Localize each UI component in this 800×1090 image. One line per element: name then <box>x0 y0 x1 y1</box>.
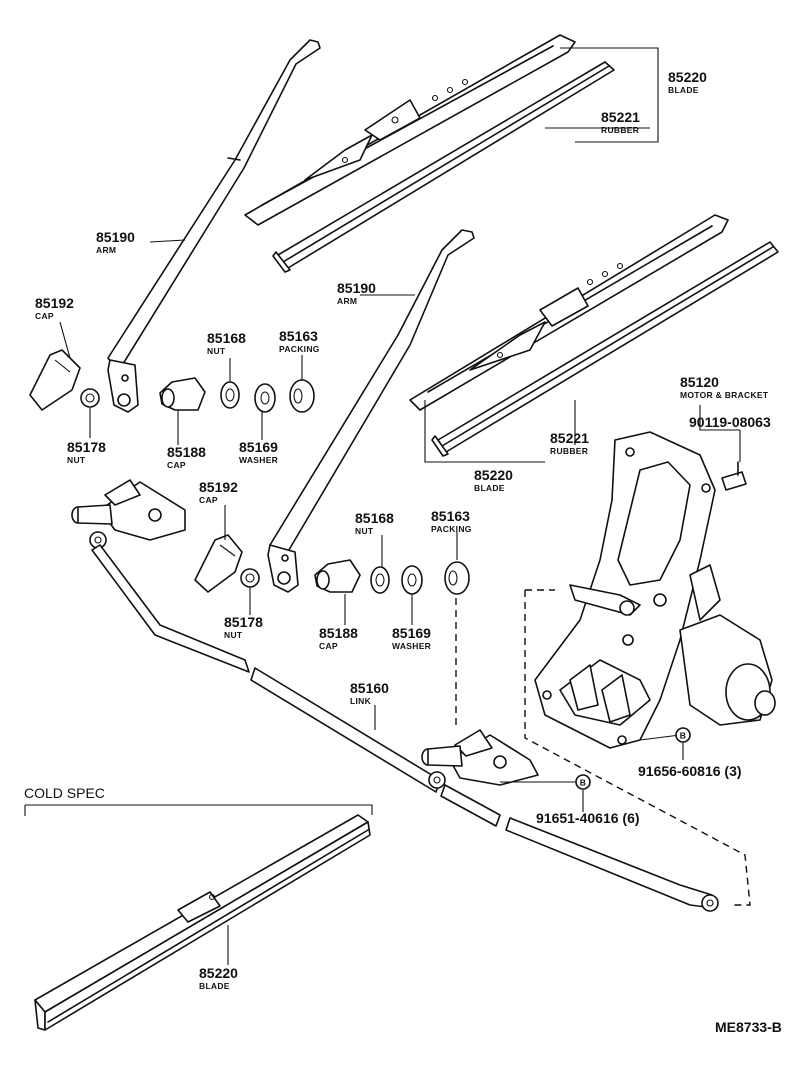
svg-text:85120: 85120 <box>680 374 719 390</box>
bolt-91656-label: 91656-60816 (3) <box>638 763 742 779</box>
svg-text:85178: 85178 <box>67 439 106 455</box>
svg-text:85192: 85192 <box>199 479 238 495</box>
svg-text:85188: 85188 <box>319 625 358 641</box>
motor-bracket-label: 85120 MOTOR & BRACKET <box>680 374 769 400</box>
middle-blade-label: 85220 BLADE <box>474 467 513 493</box>
top-blade-label: 85220 BLADE <box>668 69 707 95</box>
left-cap-label: 85192 CAP <box>35 295 74 321</box>
middle-rubber-label: 85221 RUBBER <box>550 430 589 456</box>
svg-text:85190: 85190 <box>96 229 135 245</box>
right-nut-85178-label: 85178 NUT <box>224 614 263 640</box>
left-pivot <box>71 479 186 549</box>
right-wiper-arm <box>267 229 475 593</box>
right-washer-label: 85169 WASHER <box>392 625 431 651</box>
svg-text:85192: 85192 <box>35 295 74 311</box>
svg-text:85221: 85221 <box>601 109 640 125</box>
svg-text:ARM: ARM <box>337 296 357 306</box>
motor-dashed-outline <box>524 590 751 906</box>
left-packing-label: 85163 PACKING <box>279 328 320 354</box>
bolt-91651-label: 91651-40616 (6) <box>536 810 640 826</box>
svg-text:CAP: CAP <box>35 311 54 321</box>
svg-text:85163: 85163 <box>431 508 470 524</box>
left-arm-label: 85190 ARM <box>96 229 135 255</box>
svg-text:BLADE: BLADE <box>199 981 230 991</box>
svg-text:85190: 85190 <box>337 280 376 296</box>
svg-text:RUBBER: RUBBER <box>550 446 588 456</box>
svg-text:ME8733-B: ME8733-B <box>715 1019 782 1035</box>
svg-text:85168: 85168 <box>355 510 394 526</box>
left-wiper-arm <box>107 39 321 413</box>
svg-text:85221: 85221 <box>550 430 589 446</box>
top-rubber-label: 85221 RUBBER <box>601 109 640 135</box>
svg-text:ARM: ARM <box>96 245 116 255</box>
svg-text:85169: 85169 <box>239 439 278 455</box>
svg-text:CAP: CAP <box>319 641 338 651</box>
svg-text:RUBBER: RUBBER <box>601 125 639 135</box>
left-washer-label: 85169 WASHER <box>239 439 278 465</box>
b-marker-motor: B <box>675 727 691 743</box>
svg-text:WASHER: WASHER <box>239 455 278 465</box>
svg-text:85178: 85178 <box>224 614 263 630</box>
right-packing-label: 85163 PACKING <box>431 508 472 534</box>
svg-text:MOTOR & BRACKET: MOTOR & BRACKET <box>680 390 769 400</box>
svg-text:PACKING: PACKING <box>431 524 472 534</box>
leader-lines <box>24 47 741 965</box>
top-blade-assembly <box>244 34 615 273</box>
svg-text:85163: 85163 <box>279 328 318 344</box>
svg-text:WASHER: WASHER <box>392 641 431 651</box>
svg-text:CAP: CAP <box>167 460 186 470</box>
right-nut-85168-label: 85168 NUT <box>355 510 394 536</box>
link-rod <box>91 544 719 912</box>
svg-text:85160: 85160 <box>350 680 389 696</box>
svg-text:BLADE: BLADE <box>474 483 505 493</box>
svg-text:B: B <box>580 778 586 788</box>
b-marker-link: B <box>575 774 591 790</box>
cold-spec-blade <box>34 814 371 1031</box>
svg-text:NUT: NUT <box>207 346 226 356</box>
svg-text:NUT: NUT <box>355 526 374 536</box>
svg-text:COLD SPEC: COLD SPEC <box>24 785 105 801</box>
motor-and-bracket <box>534 431 776 749</box>
svg-text:85168: 85168 <box>207 330 246 346</box>
cold-blade-label: 85220 BLADE <box>199 965 238 991</box>
right-arm-label: 85190 ARM <box>337 280 376 306</box>
figure-code: ME8733-B <box>715 1019 782 1035</box>
svg-text:91656-60816 (3): 91656-60816 (3) <box>638 763 742 779</box>
svg-text:NUT: NUT <box>224 630 243 640</box>
svg-text:85188: 85188 <box>167 444 206 460</box>
svg-text:LINK: LINK <box>350 696 372 706</box>
middle-blade-assembly <box>409 214 779 457</box>
right-cap-85188-label: 85188 CAP <box>319 625 358 651</box>
svg-text:BLADE: BLADE <box>668 85 699 95</box>
svg-text:NUT: NUT <box>67 455 86 465</box>
svg-text:PACKING: PACKING <box>279 344 320 354</box>
svg-text:90119-08063: 90119-08063 <box>689 414 771 430</box>
right-pivot <box>421 729 539 786</box>
svg-text:85220: 85220 <box>199 965 238 981</box>
right-cap-label: 85192 CAP <box>199 479 238 505</box>
svg-text:85169: 85169 <box>392 625 431 641</box>
right-small-parts <box>194 534 470 595</box>
svg-text:85220: 85220 <box>474 467 513 483</box>
link-label: 85160 LINK <box>350 680 389 706</box>
left-cap-85188-label: 85188 CAP <box>167 444 206 470</box>
bolt-90119-label: 90119-08063 <box>689 414 771 430</box>
left-nut-85168-label: 85168 NUT <box>207 330 246 356</box>
cold-spec-label: COLD SPEC <box>24 785 105 801</box>
left-nut-85178-label: 85178 NUT <box>67 439 106 465</box>
svg-text:B: B <box>680 731 686 741</box>
svg-text:85220: 85220 <box>668 69 707 85</box>
left-small-parts <box>29 349 315 413</box>
svg-text:91651-40616 (6): 91651-40616 (6) <box>536 810 640 826</box>
svg-text:CAP: CAP <box>199 495 218 505</box>
